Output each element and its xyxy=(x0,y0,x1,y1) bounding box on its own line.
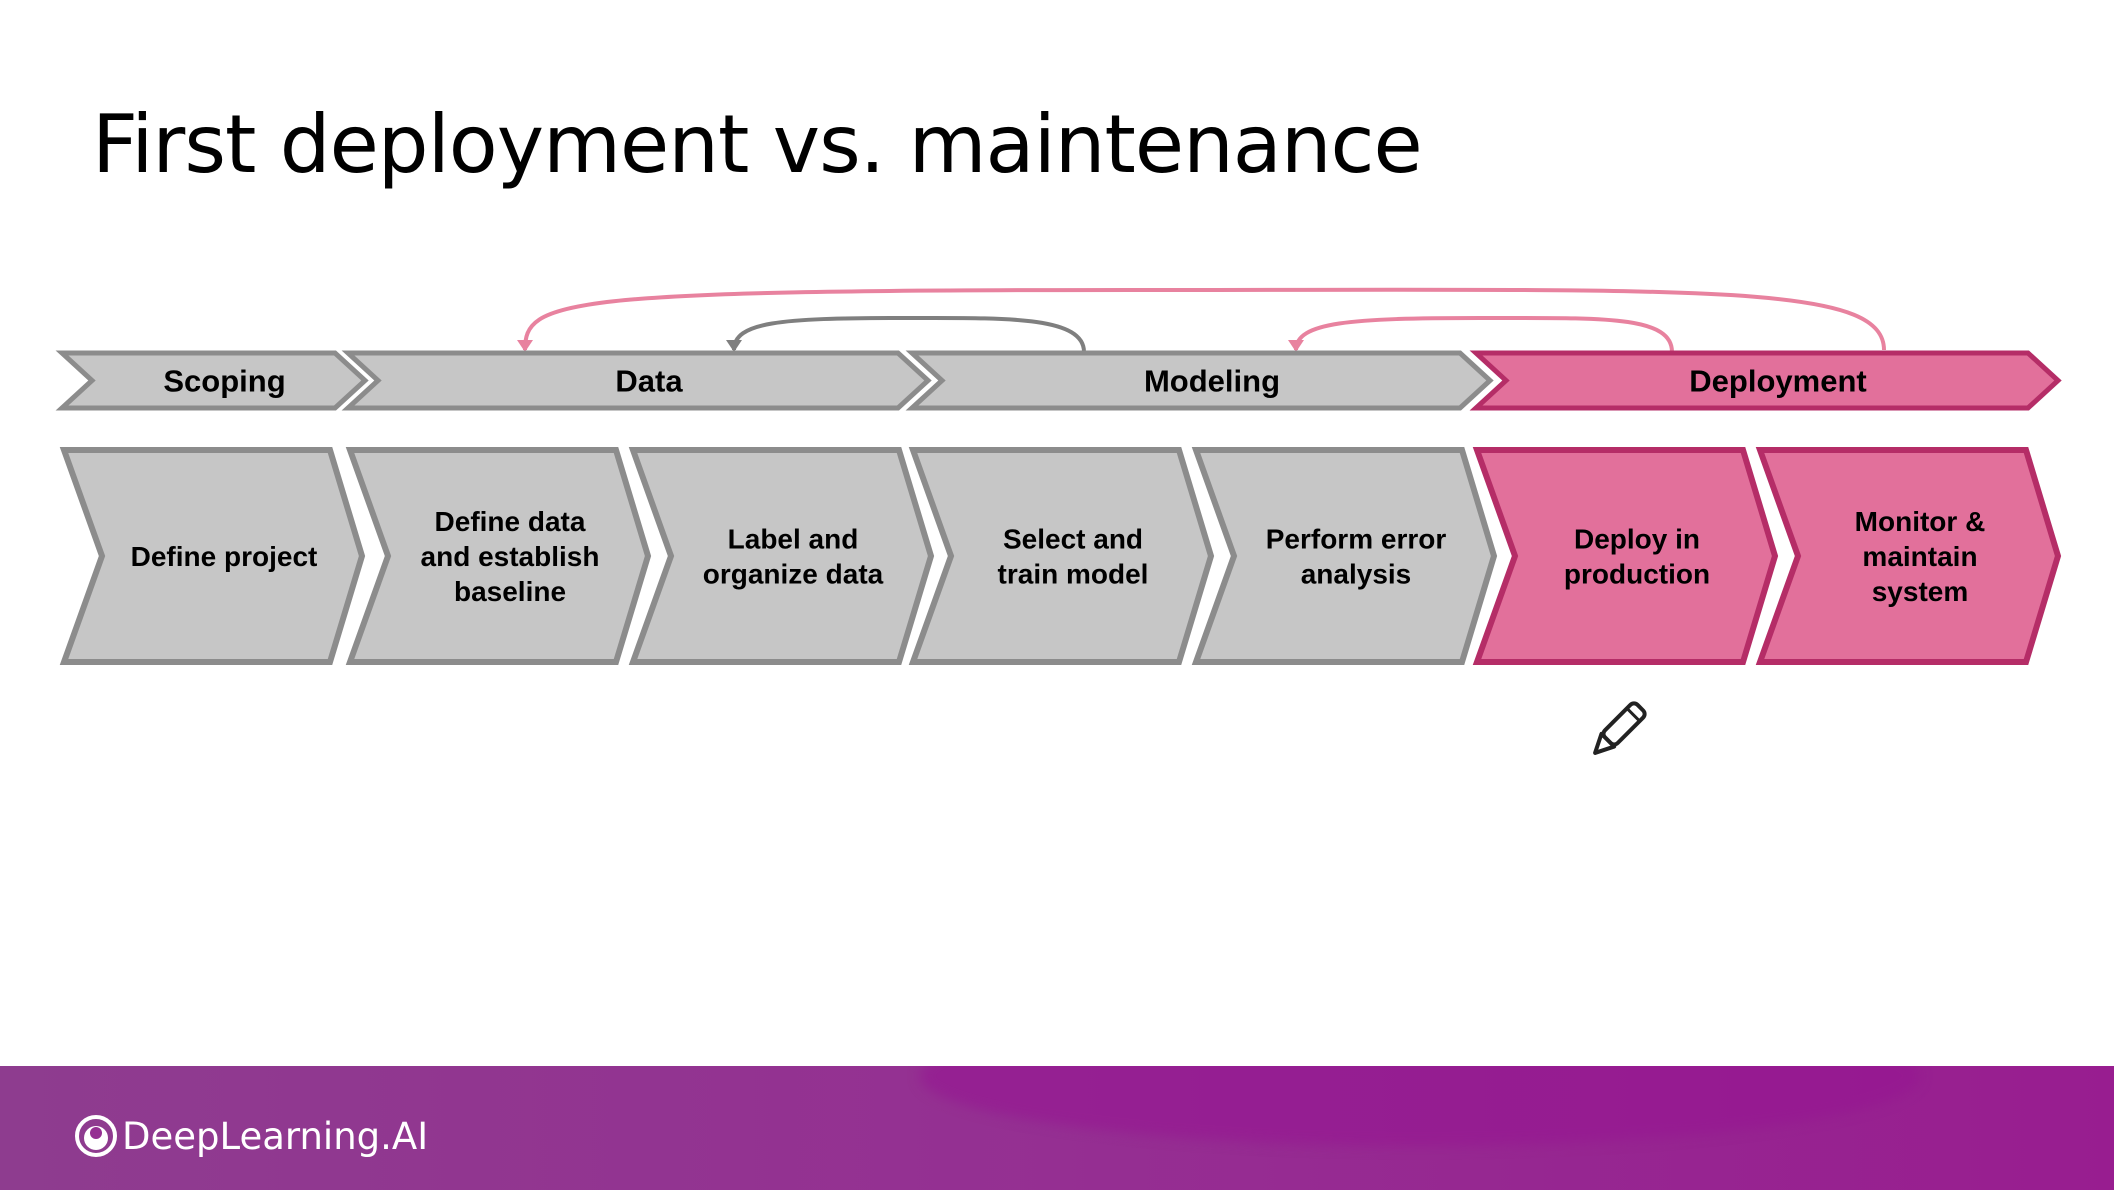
step-label-line: Perform error xyxy=(1266,524,1447,555)
phase-scoping: Scoping xyxy=(55,350,369,411)
phase-chevron xyxy=(341,350,932,411)
deeplearning-logo-icon xyxy=(75,1115,117,1157)
brand-name: DeepLearning.AI xyxy=(122,1114,429,1158)
phase-chevron xyxy=(905,350,1494,411)
phase-chevron xyxy=(55,350,369,411)
step-label-line: Define project xyxy=(131,541,318,572)
step-chevron xyxy=(1191,447,1498,665)
step-label-line: organize data xyxy=(703,559,884,590)
brand[interactable]: DeepLearning.AI xyxy=(74,1114,428,1158)
phase-deployment: Deployment xyxy=(1469,350,2062,411)
loop-deployment-to-data xyxy=(523,287,1886,351)
slide-title: First deployment vs. maintenance xyxy=(92,98,1423,191)
step-chevron xyxy=(628,447,935,665)
phase-modeling: Modeling xyxy=(905,350,1494,411)
loop-arrowhead-data-gray xyxy=(726,340,742,352)
step-label-line: Select and xyxy=(1003,524,1143,555)
step-label-line: train model xyxy=(998,559,1149,590)
step-label-line: production xyxy=(1564,559,1710,590)
loop-arrowhead-modeling-pink xyxy=(1288,340,1304,352)
loop-deployment-to-modeling xyxy=(1294,315,1674,353)
step-6: Deploy in production xyxy=(1472,447,1779,665)
step-chevron xyxy=(908,447,1215,665)
step-label-line: Label and xyxy=(728,524,859,555)
step-label-line: Deploy in xyxy=(1574,524,1700,555)
step-label-line: analysis xyxy=(1301,559,1412,590)
loop-arrowhead-data-pink xyxy=(517,340,533,352)
step-label-line: system xyxy=(1872,576,1969,607)
step-1: Define project xyxy=(59,447,366,665)
step-7: Monitor & maintain system xyxy=(1755,447,2062,665)
step-label-line: baseline xyxy=(454,576,566,607)
step-chevron xyxy=(1755,447,2062,665)
footer-glow xyxy=(920,1066,1920,1146)
step-chevron xyxy=(1472,447,1779,665)
phase-label: Data xyxy=(615,364,683,399)
step-3: Label and organize data xyxy=(628,447,935,665)
pencil-icon xyxy=(1593,701,1647,755)
phase-data: Data xyxy=(341,350,932,411)
step-label-line: maintain xyxy=(1862,541,1977,572)
loop-modeling-to-data xyxy=(732,315,1086,353)
step-2: Define data and establish baseline xyxy=(345,447,652,665)
step-label-line: Monitor & xyxy=(1855,506,1986,537)
step-label-line: and establish xyxy=(421,541,600,572)
phase-label: Deployment xyxy=(1689,364,1866,399)
step-5: Perform error analysis xyxy=(1191,447,1498,665)
phase-label: Modeling xyxy=(1144,364,1280,399)
step-chevron xyxy=(345,447,652,665)
phase-label: Scoping xyxy=(163,364,285,399)
footer-bar: DeepLearning.AI xyxy=(0,1066,2114,1190)
step-chevron xyxy=(59,447,366,665)
phase-chevron xyxy=(1469,350,2062,411)
step-label-line: Define data xyxy=(435,506,586,537)
step-4: Select and train model xyxy=(908,447,1215,665)
